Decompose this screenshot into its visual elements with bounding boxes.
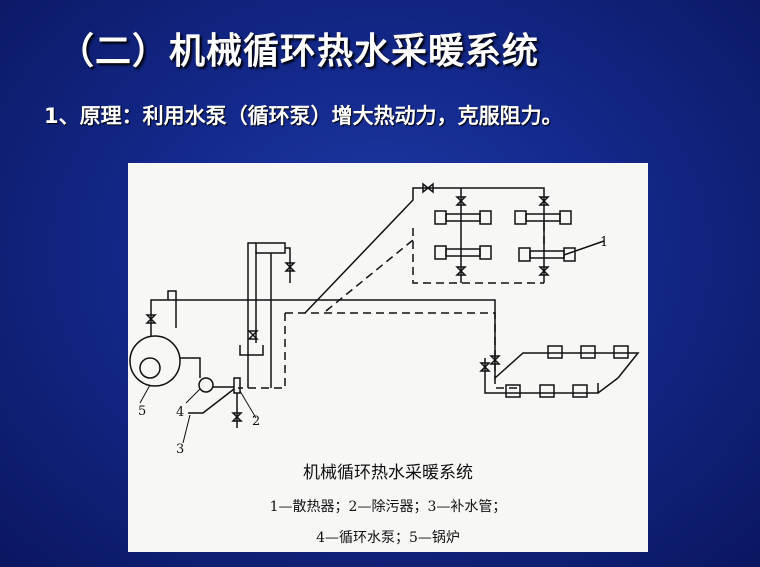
valve-icon [284,262,296,272]
boiler-inner-icon [139,357,161,379]
return-pipe [238,223,545,389]
slide-subtitle: 1、原理：利用水泵（循环泵）增大热动力，克服阻力。 [44,104,563,128]
air-vent-icon [167,290,177,300]
figure-legend-line1: 1—散热器；2—除污器；3—补水管； [269,499,507,515]
label-3: 3 [176,442,184,453]
expansion-tank-icon [255,242,286,254]
valve-icon [455,196,467,206]
valve-icon [422,182,434,194]
circulating-pump-icon [198,377,214,393]
heating-system-diagram: 1 2 3 4 5 [129,182,640,453]
figure-legend-line2: 4—循环水泵；5—锅炉 [316,530,460,546]
valve-icon [538,266,550,276]
valve-icon [231,412,243,422]
slide-title: （二）机械循环热水采暖系统 [58,31,540,72]
figure-caption: 机械循环热水采暖系统 [303,463,473,483]
valve-icon [247,330,259,340]
label-2: 2 [252,414,260,429]
valve-icon [455,266,467,276]
label-4: 4 [176,405,184,420]
valve-icon [538,196,550,206]
supply-main-pipe [150,299,496,358]
valve-icon [479,362,491,372]
label-1: 1 [600,235,608,250]
boiler-icon [129,335,181,387]
valve-icon [489,355,501,365]
makeup-pipe [188,388,235,414]
label-5: 5 [138,404,146,419]
radiator-icon [434,210,576,262]
system-diagram-figure: 1 2 3 4 5 机械循环热水采暖系统 1—散热器；2—除污器；3—补水管； … [128,163,648,552]
dirt-separator-icon [233,377,241,394]
radiator-icon [505,345,629,398]
valve-icon [145,314,157,324]
